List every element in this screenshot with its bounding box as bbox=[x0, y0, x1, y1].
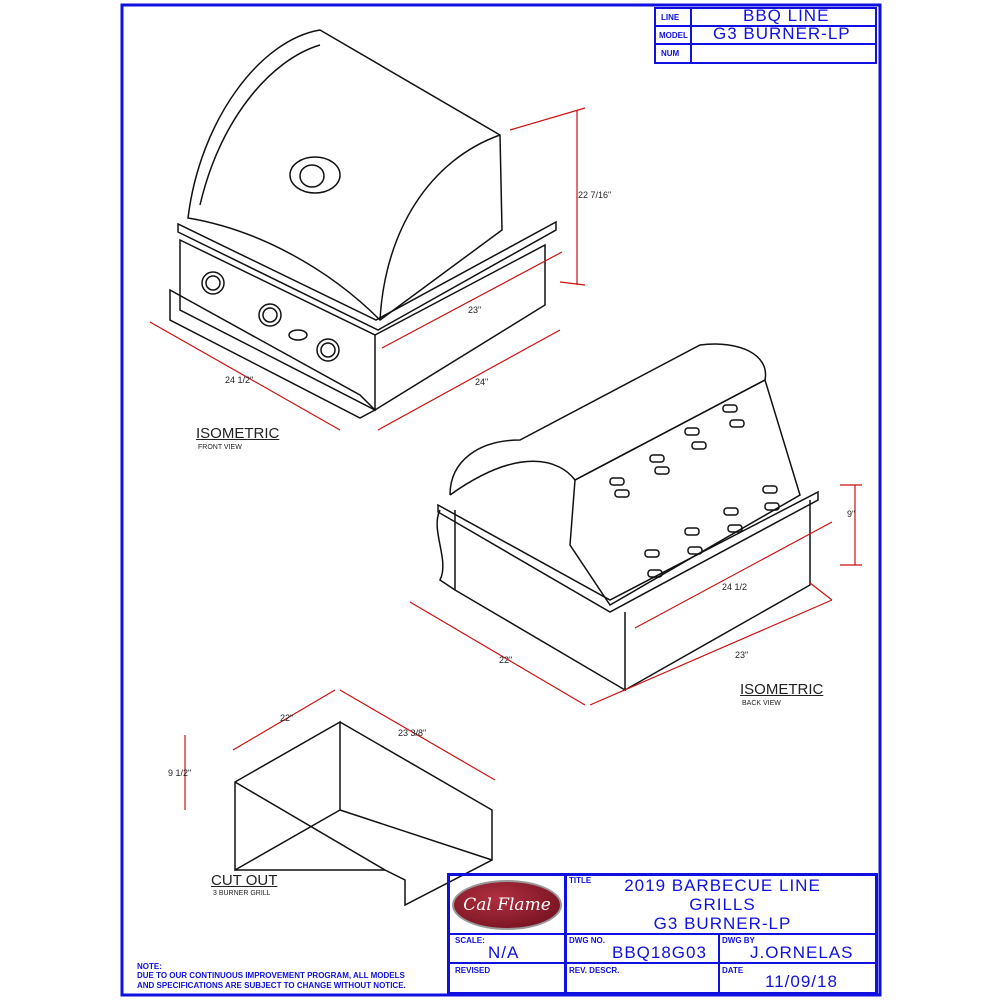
cut-out-title: CUT OUT bbox=[211, 872, 278, 889]
rev-descr-label: REV. DESCR. bbox=[569, 966, 620, 975]
note-label: NOTE: bbox=[137, 962, 162, 971]
title-line-3: G3 BURNER-LP bbox=[653, 914, 792, 933]
dim-back-width-top: 24 1/2 bbox=[722, 582, 748, 592]
cal-flame-logo: Cal Flame bbox=[452, 880, 562, 930]
line-value: BBQ LINE bbox=[743, 6, 830, 25]
dim-front-height: 22 7/16" bbox=[578, 190, 612, 200]
model-label: MODEL bbox=[659, 31, 688, 40]
dwg-no-value: BBQ18G03 bbox=[612, 943, 707, 962]
title-label: TITLE bbox=[569, 876, 592, 885]
dim-cutout-width: 23 3/8" bbox=[398, 728, 427, 738]
back-view-subtitle: BACK VIEW bbox=[742, 700, 781, 707]
dwg-no-label: DWG NO. bbox=[569, 936, 605, 945]
sheet-border bbox=[120, 3, 882, 997]
dwg-by-label: DWG BY bbox=[722, 936, 755, 945]
row-divider bbox=[654, 25, 877, 45]
vent-slots bbox=[609, 404, 780, 578]
date-label: DATE bbox=[722, 966, 744, 975]
title-line-1: 2019 BARBECUE LINE bbox=[624, 876, 821, 895]
model-title-block bbox=[654, 7, 877, 64]
back-view-grill bbox=[436, 343, 819, 692]
dim-cutout-depth: 22" bbox=[280, 713, 294, 723]
note-line-1: DUE TO OUR CONTINUOUS IMPROVEMENT PROGRA… bbox=[137, 971, 405, 980]
line-label: LINE bbox=[661, 13, 680, 22]
logo-text: Cal Flame bbox=[463, 895, 551, 915]
dim-back-width-right: 23" bbox=[735, 650, 749, 660]
dim-cutout-height: 9 1/2" bbox=[168, 768, 192, 778]
scale-label: SCALE: bbox=[455, 936, 485, 945]
cut-out-subtitle: 3 BURNER GRILL bbox=[213, 890, 271, 897]
model-value: G3 BURNER-LP bbox=[713, 24, 851, 43]
note-line-2: AND SPECIFICATIONS ARE SUBJECT TO CHANGE… bbox=[137, 981, 406, 990]
dwg-by-value: J.ORNELAS bbox=[750, 943, 854, 962]
divider bbox=[447, 933, 878, 964]
dim-front-width-right: 24" bbox=[475, 377, 489, 387]
front-view-subtitle: FRONT VIEW bbox=[198, 444, 242, 451]
num-label: NUM bbox=[661, 49, 680, 58]
cut-out-box bbox=[234, 720, 493, 907]
back-view-title: ISOMETRIC bbox=[740, 681, 824, 698]
label-column bbox=[654, 7, 692, 64]
date-value: 11/09/18 bbox=[765, 972, 838, 991]
front-view-grill bbox=[169, 29, 557, 419]
dim-back-height: 9" bbox=[847, 509, 856, 519]
dimension-lines bbox=[149, 107, 862, 810]
revised-label: REVISED bbox=[455, 966, 491, 975]
scale-value: N/A bbox=[488, 943, 520, 962]
front-view-title: ISOMETRIC bbox=[196, 425, 280, 442]
dim-back-depth: 22" bbox=[499, 655, 513, 665]
title-line-2: GRILLS bbox=[689, 895, 756, 914]
dim-front-depth: 23" bbox=[468, 305, 482, 315]
dim-front-width-left: 24 1/2" bbox=[225, 375, 254, 385]
divider bbox=[718, 933, 720, 995]
